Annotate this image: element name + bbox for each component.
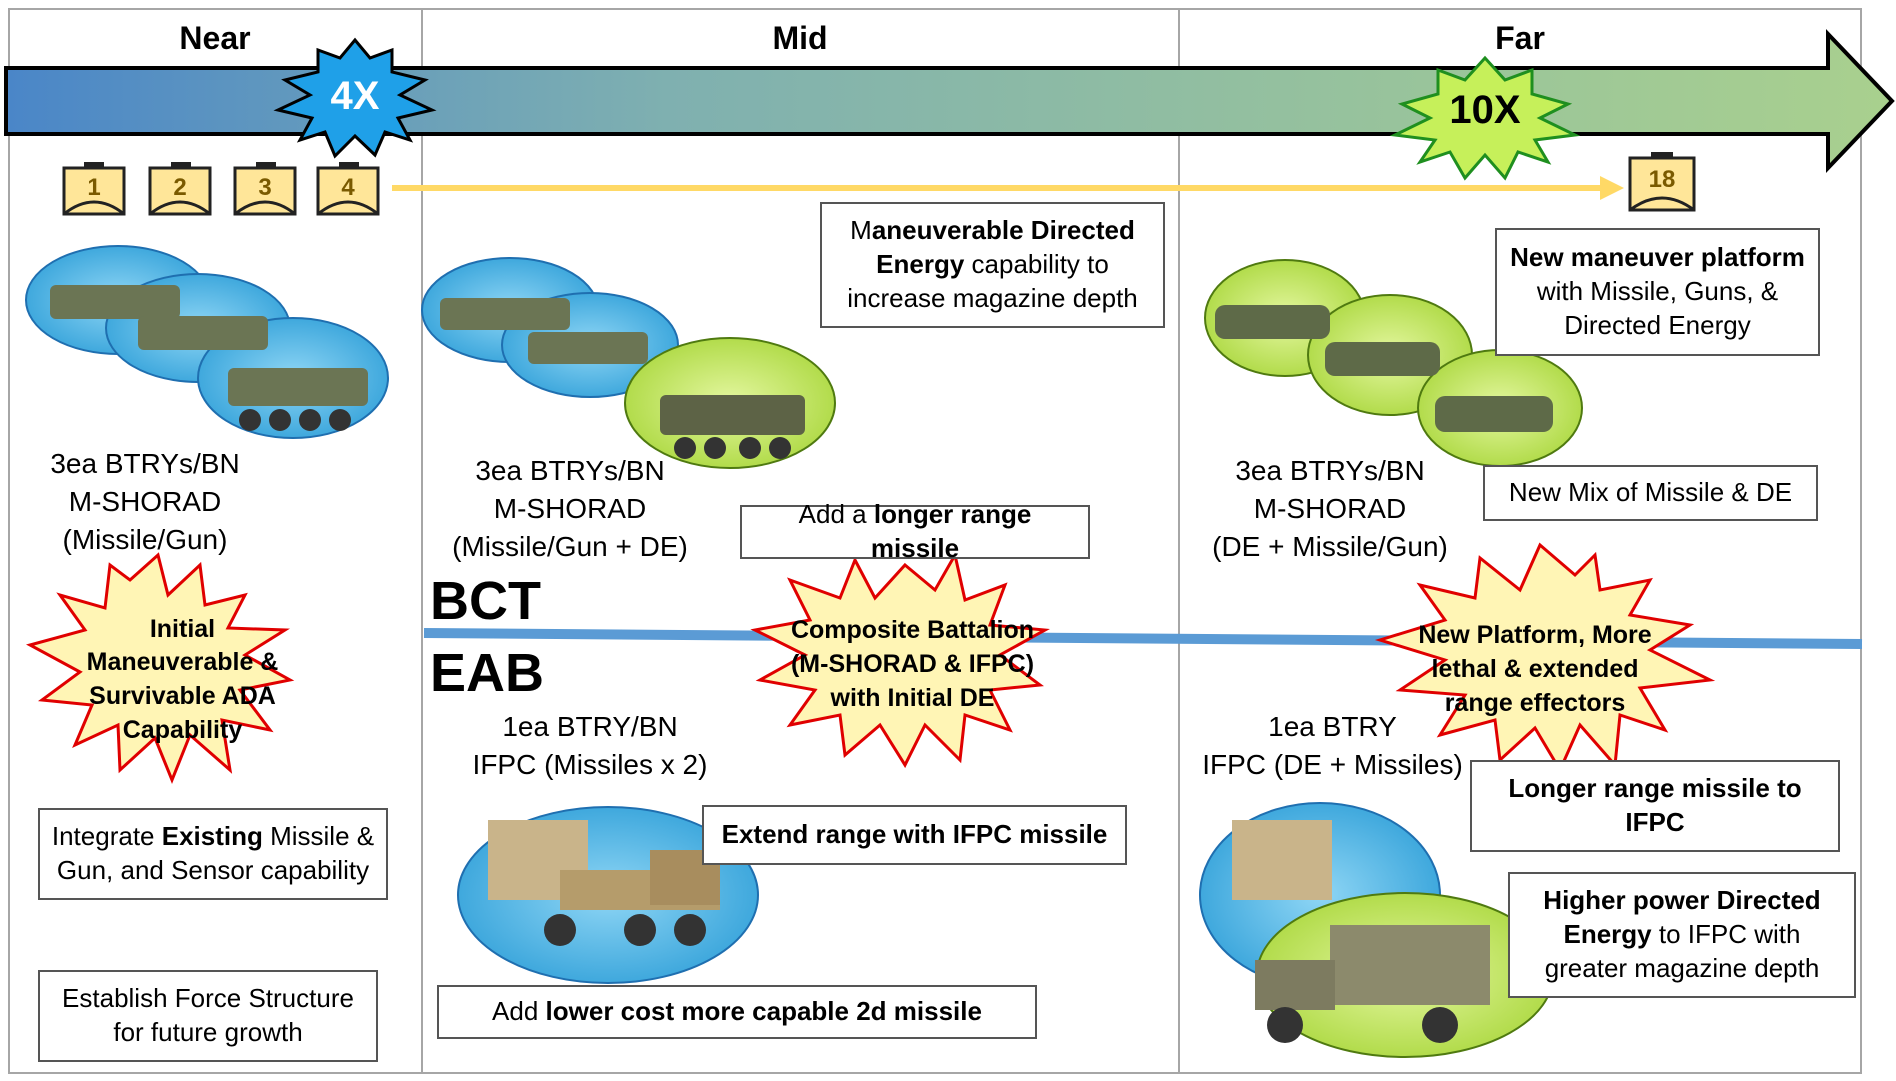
- near-integrate-box: Integrate Existing Missile & Gun, and Se…: [38, 808, 388, 900]
- near-bct-label: 3ea BTRYs/BN M-SHORAD (Missile/Gun): [20, 445, 270, 558]
- far-mshorad-vehicles: [1204, 259, 1583, 467]
- mid-mshorad-vehicles: [421, 257, 836, 469]
- mid-de-post: capability to increase magazine depth: [847, 249, 1138, 313]
- phase-far-label: Far: [1495, 20, 1545, 56]
- far-eab-label: 1ea BTRY IFPC (DE + Missiles): [1195, 708, 1470, 784]
- battery-badge-3: [233, 162, 297, 216]
- divider-mid-far: [1178, 8, 1180, 1074]
- multiplier-4x-label: 4X: [330, 74, 380, 118]
- near-bct-line-3: (Missile/Gun): [62, 523, 228, 555]
- far-mix-text: New Mix of Missile & DE: [1508, 477, 1793, 508]
- battery-timeline-arrowhead: [1600, 176, 1624, 200]
- multiplier-10x-label: 10X: [1449, 88, 1521, 132]
- far-eab-line-1: 1ea BTRY: [1268, 711, 1397, 742]
- near-bct-line-1: 3ea BTRYs/BN: [50, 448, 240, 479]
- far-mix-box: New Mix of Missile & DE: [1483, 465, 1818, 521]
- battery-badge-1-label: 1: [87, 174, 101, 201]
- mid-extend-text: Extend range with IFPC missile: [721, 819, 1108, 850]
- near-star-burst: [25, 552, 295, 785]
- mid-longer-pre: Add a: [798, 499, 874, 530]
- mid-lower-bold: lower cost more capable 2d missile: [545, 996, 982, 1027]
- near-integrate-bold: Existing: [161, 821, 263, 852]
- battery-badge-18: [1628, 152, 1696, 212]
- eab-label: EAB: [430, 643, 545, 703]
- far-bct-line-1: 3ea BTRYs/BN: [1235, 455, 1425, 486]
- near-star-text: Initial Maneuverable & Survivable ADA Ca…: [86, 614, 279, 744]
- diagram-frame: [8, 8, 1862, 1074]
- battery-badge-4: [316, 162, 380, 216]
- mid-de-bold: aneuverable Directed Energy: [871, 215, 1135, 280]
- mid-eab-line-2: IFPC (Missiles x 2): [472, 748, 708, 780]
- near-integrate-post: Missile & Gun, and Sensor capability: [56, 821, 375, 885]
- battery-badge-2-label: 2: [173, 174, 187, 201]
- mid-bct-line-3: (Missile/Gun + DE): [452, 530, 688, 562]
- far-ifpc-launcher: [1199, 802, 1554, 1058]
- far-eab-line-2: IFPC (DE + Missiles): [1202, 748, 1463, 780]
- far-bct-line-3: (DE + Missile/Gun): [1212, 530, 1448, 562]
- far-star-text: New Platform, More lethal & extended ran…: [1418, 621, 1652, 717]
- mid-eab-line-1: 1ea BTRY/BN: [502, 711, 678, 742]
- phase-mid-label: Mid: [772, 20, 828, 56]
- mid-bct-line-2: M-SHORAD: [493, 492, 647, 524]
- mid-extend-range-box: Extend range with IFPC missile: [702, 805, 1127, 865]
- mid-eab-label: 1ea BTRY/BN IFPC (Missiles x 2): [450, 708, 730, 784]
- near-establish-box: Establish Force Structure for future gro…: [38, 970, 378, 1062]
- far-higher-bold: Higher power Directed Energy: [1543, 885, 1821, 950]
- phase-near-label: Near: [179, 20, 251, 56]
- mid-star-burst: [750, 550, 1050, 769]
- far-platform-bold: New maneuver platform: [1510, 242, 1805, 273]
- far-bct-label: 3ea BTRYs/BN M-SHORAD (DE + Missile/Gun): [1195, 452, 1465, 565]
- multiplier-10x-burst: [1389, 55, 1581, 181]
- divider-near-mid: [421, 8, 423, 1074]
- far-platform-post: with Missile, Guns, & Directed Energy: [1536, 276, 1779, 340]
- far-higher-power-de-box: Higher power Directed Energy to IFPC wit…: [1508, 872, 1856, 998]
- mid-longer-bold: longer range missile: [870, 499, 1032, 563]
- battery-badge-3-label: 3: [258, 174, 272, 201]
- far-maneuver-platform-box: New maneuver platform with Missile, Guns…: [1495, 228, 1820, 356]
- timeline-arrow: [4, 29, 1895, 173]
- near-integrate-pre: Integrate: [51, 821, 162, 852]
- far-higher-post: to IFPC with greater magazine depth: [1544, 919, 1820, 983]
- far-longer-range-ifpc-box: Longer range missile to IFPC: [1470, 760, 1840, 852]
- mid-lower-pre: Add: [492, 996, 546, 1027]
- battery-badge-1: [62, 162, 126, 216]
- mid-longer-range-box: Add a longer range missile: [740, 499, 1090, 563]
- near-mshorad-vehicles: [25, 245, 389, 439]
- mid-bct-label: 3ea BTRYs/BN M-SHORAD (Missile/Gun + DE): [430, 452, 710, 565]
- multiplier-4x-burst: [273, 37, 437, 159]
- near-establish-text: Establish Force Structure for future gro…: [62, 983, 354, 1047]
- battery-badge-2: [148, 162, 212, 216]
- mid-lower-cost-box: Add lower cost more capable 2d missile: [437, 985, 1037, 1039]
- mid-star-text: Composite Battalion (M-SHORAD & IFPC) wi…: [790, 616, 1035, 712]
- bct-label: BCT: [430, 571, 541, 631]
- battery-badge-4-label: 4: [341, 174, 355, 201]
- mid-de-pre: M: [850, 215, 872, 246]
- battery-badge-18-label: 18: [1648, 166, 1676, 193]
- far-longer-ifpc-text: Longer range missile to IFPC: [1508, 773, 1802, 837]
- far-bct-line-2: M-SHORAD: [1253, 492, 1407, 524]
- mid-bct-line-1: 3ea BTRYs/BN: [475, 455, 665, 486]
- near-bct-line-2: M-SHORAD: [68, 485, 222, 517]
- mid-ifpc-launcher: [457, 806, 759, 984]
- mid-directed-energy-box: Maneuverable Directed Energy capability …: [820, 202, 1165, 328]
